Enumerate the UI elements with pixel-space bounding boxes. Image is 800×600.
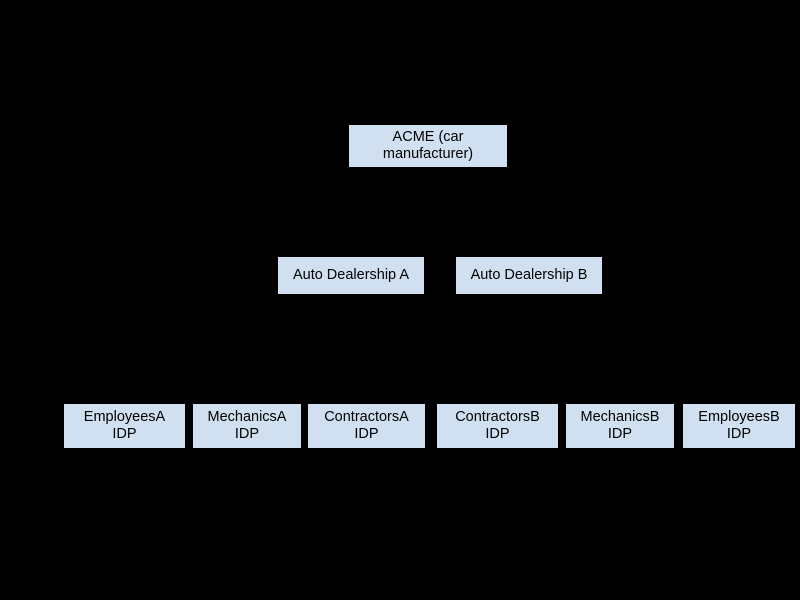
edge-root-bus bbox=[351, 212, 530, 213]
node-employeesb-idp[interactable]: EmployeesB IDP bbox=[682, 403, 796, 449]
edge-dealership-b-to-contractorsb bbox=[497, 355, 498, 403]
node-mechanicsb-idp[interactable]: MechanicsB IDP bbox=[565, 403, 675, 449]
edge-dealership-a-bus bbox=[124, 355, 367, 356]
node-acme-root[interactable]: ACME (car manufacturer) bbox=[348, 124, 508, 168]
edge-dealership-b-bus bbox=[497, 355, 739, 356]
node-contractorsb-idp[interactable]: ContractorsB IDP bbox=[436, 403, 559, 449]
node-employeesa-idp[interactable]: EmployeesA IDP bbox=[63, 403, 186, 449]
node-auto-dealership-a[interactable]: Auto Dealership A bbox=[277, 256, 425, 295]
edge-dealership-a-to-employeesa bbox=[124, 355, 125, 403]
edge-dealership-a-to-mechanicsa bbox=[247, 355, 248, 403]
edge-dealership-a-stem bbox=[351, 295, 352, 355]
node-auto-dealership-b[interactable]: Auto Dealership B bbox=[455, 256, 603, 295]
node-contractorsa-idp[interactable]: ContractorsA IDP bbox=[307, 403, 426, 449]
edge-root-to-dealership-a bbox=[351, 212, 352, 256]
node-mechanicsa-idp[interactable]: MechanicsA IDP bbox=[192, 403, 302, 449]
edge-dealership-a-to-contractorsa bbox=[366, 355, 367, 403]
edge-root-stem bbox=[428, 168, 429, 212]
edge-dealership-b-stem bbox=[529, 295, 530, 355]
edge-root-to-dealership-b bbox=[529, 212, 530, 256]
edge-dealership-b-to-mechanicsb bbox=[620, 355, 621, 403]
edge-dealership-b-to-employeesb bbox=[739, 355, 740, 403]
